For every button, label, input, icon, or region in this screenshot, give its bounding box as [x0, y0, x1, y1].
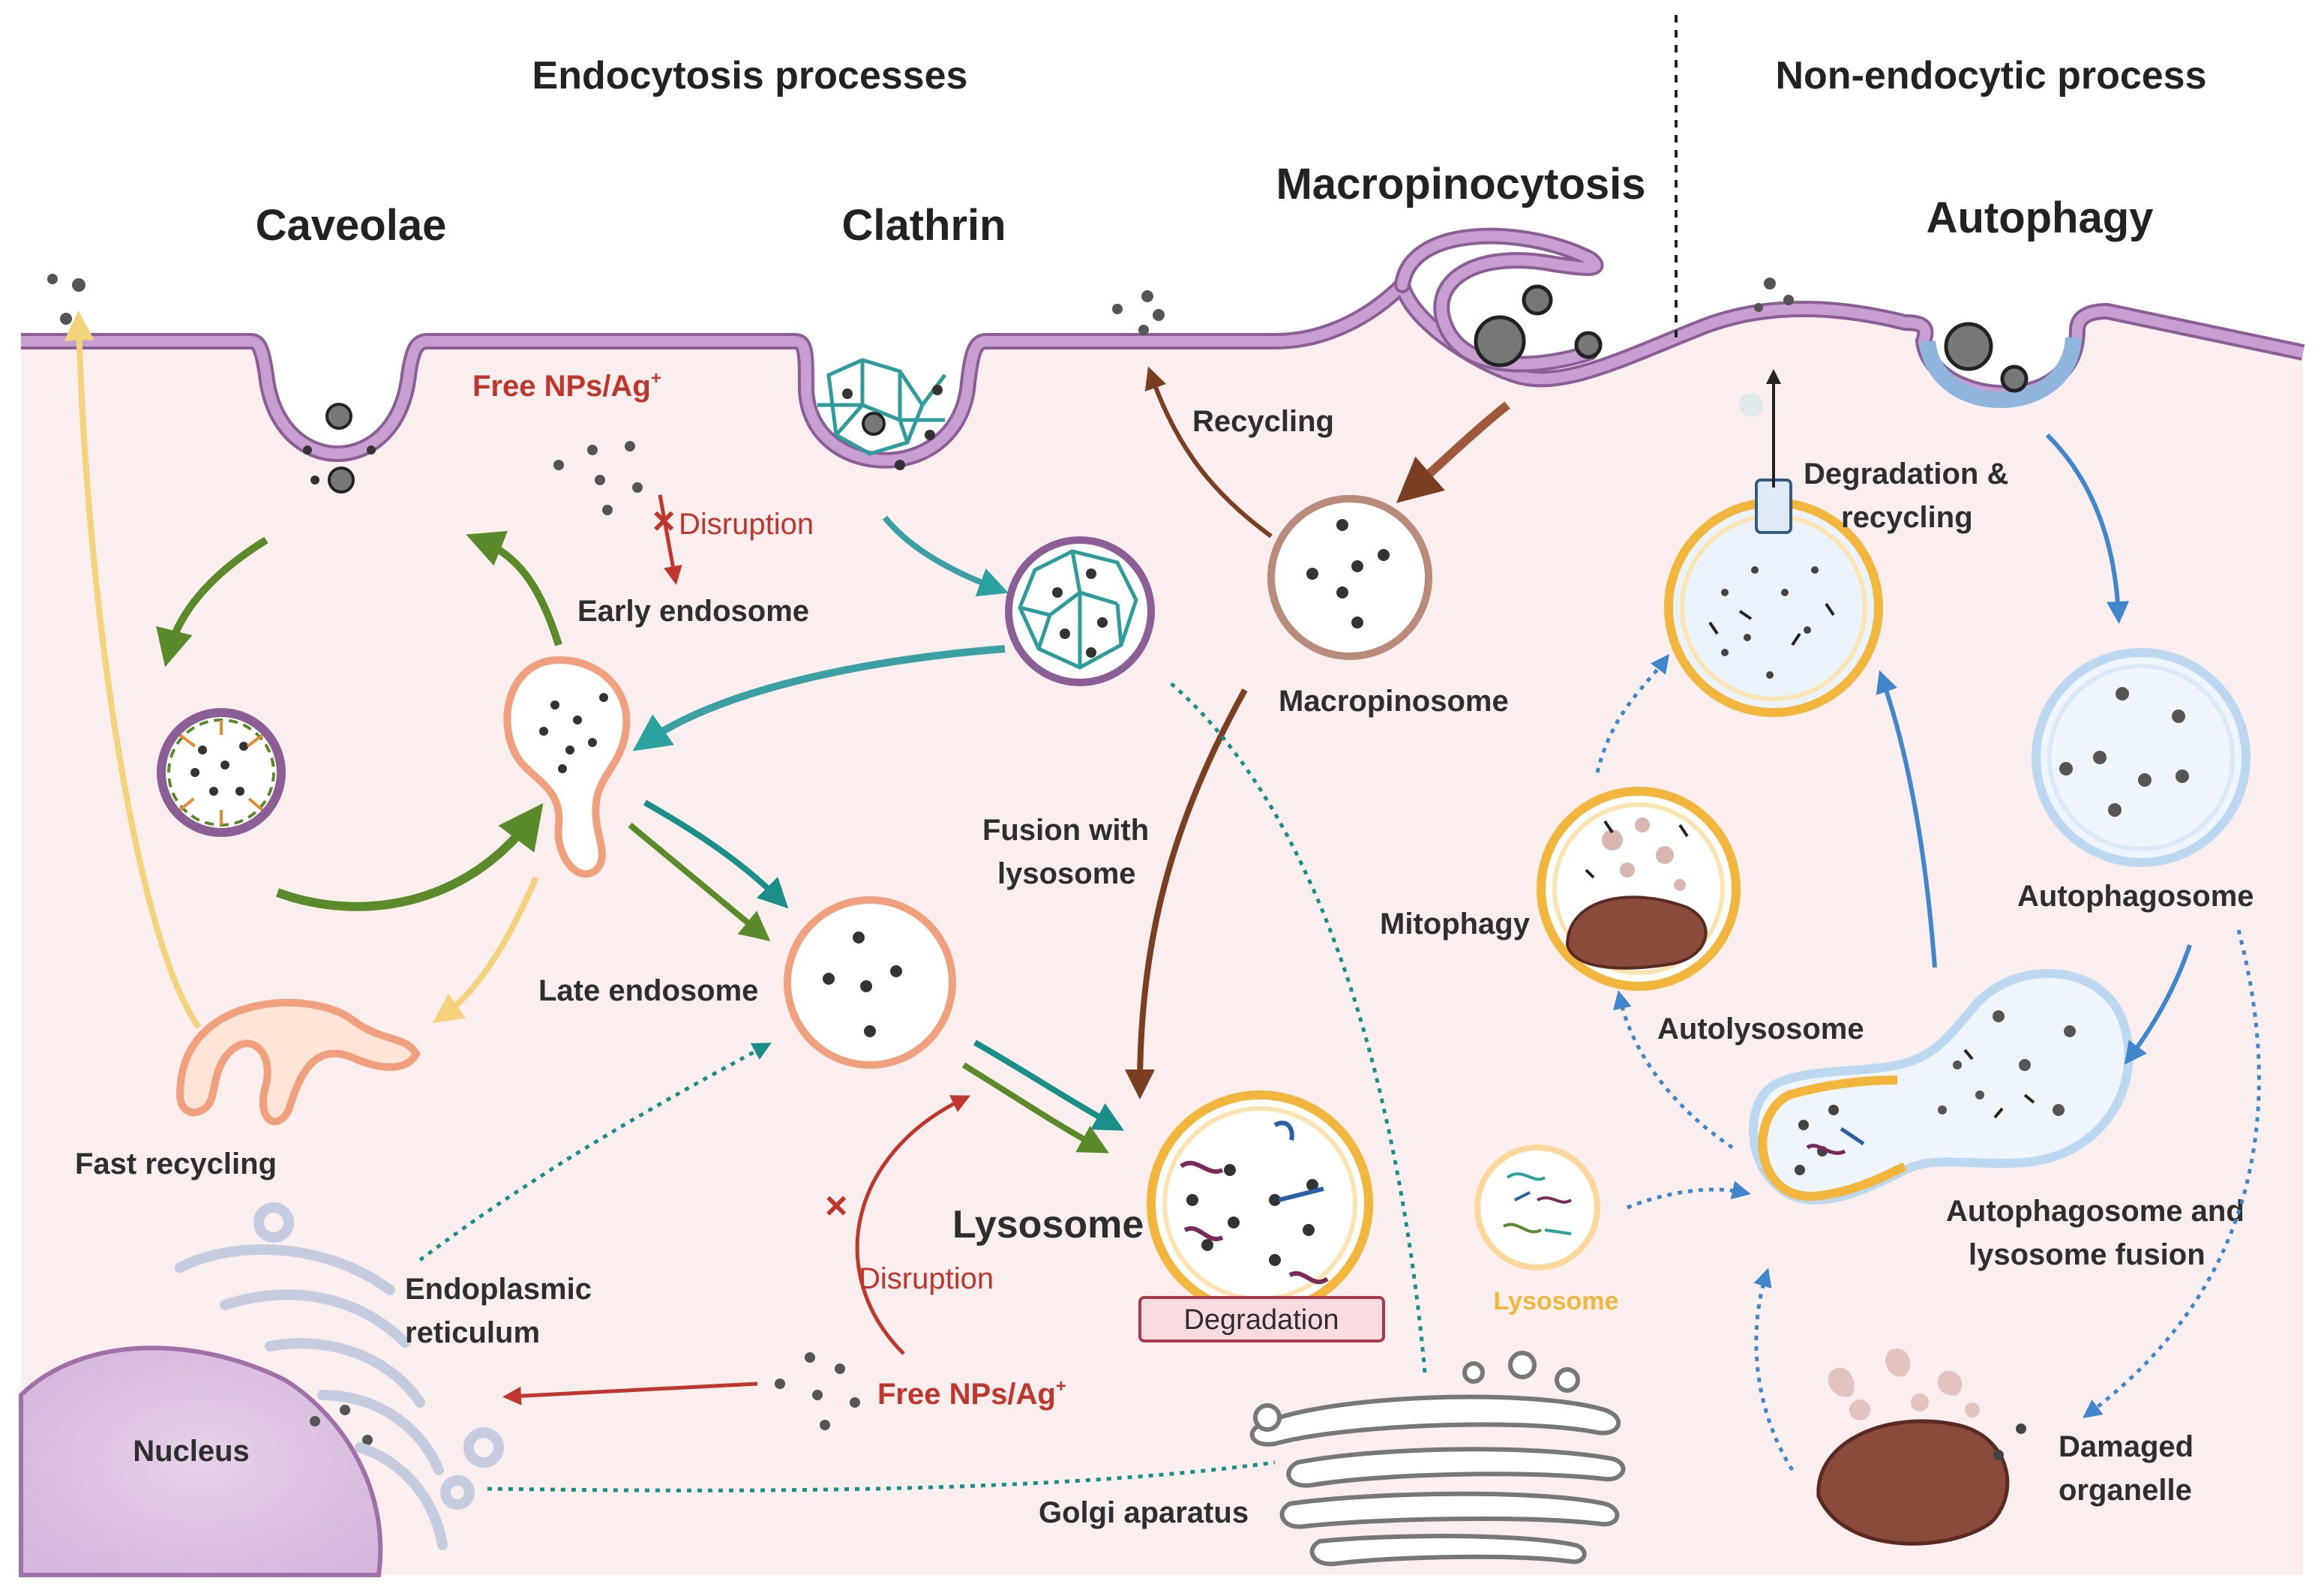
header-endocytosis: Endocytosis processes — [532, 54, 968, 98]
autophagosome-label: Autophagosome — [2017, 880, 2254, 913]
free-nps-label-bottom: Free NPs/Ag+ — [877, 1376, 1066, 1411]
early-endosome-label: Early endosome — [577, 595, 809, 628]
arrow-disruption-bottom — [855, 1095, 970, 1355]
section-clathrin: Clathrin — [841, 201, 1006, 250]
degradation-box — [1138, 1296, 1385, 1342]
section-autophagy: Autophagy — [1927, 194, 2154, 242]
arrow-fusion-to-top — [1876, 670, 1937, 968]
disruption-label-bottom: Disruption — [859, 1262, 994, 1295]
disruption-x-top: × — [652, 500, 675, 543]
arrow-macro-internalize — [1396, 401, 1510, 503]
caveolae-vesicle-surface — [303, 403, 376, 494]
clathrin-coated-vesicle — [1005, 536, 1155, 686]
arrow-macro-to-lysosome — [1125, 688, 1248, 1100]
clathrin-coated-pit — [817, 358, 946, 470]
golgi-to-clathrin-dotted — [1168, 681, 1427, 1373]
exported-particle — [1739, 393, 1763, 417]
damaged-label-line1: Damaged — [2059, 1430, 2194, 1463]
early-endosome-cargo — [539, 693, 608, 773]
fast-recycling-label: Fast recycling — [75, 1148, 277, 1180]
nucleus-label: Nucleus — [133, 1435, 250, 1468]
free-nanoparticles-top — [553, 441, 643, 515]
arrow-fast-recycling — [64, 310, 202, 1030]
arrow-cup-to-autophagosome — [2045, 433, 2130, 624]
arrow-autophagosome-to-fusion — [2124, 944, 2192, 1065]
fusion-auto-label-line2: lysosome fusion — [1969, 1238, 2206, 1271]
macropinosome — [1267, 495, 1432, 660]
mitophagy-autolysosome — [1537, 787, 1741, 991]
macropinocytosis-cargo — [1474, 284, 1603, 368]
arrow-early-to-late-teal — [643, 800, 789, 909]
autophagosome — [2032, 648, 2251, 867]
free-nps-label-top: Free NPs/Ag+ — [472, 368, 661, 403]
lysosome-small-label: Lysosome — [1494, 1287, 1619, 1316]
lysosome-small — [1474, 1144, 1600, 1270]
arrow-early-to-late-green — [628, 822, 771, 942]
damaged-label-line2: organelle — [2059, 1474, 2192, 1507]
nucleus — [19, 1346, 383, 1577]
fusion-auto-label-line1: Autophagosome and — [1946, 1195, 2245, 1228]
mitophagy-label: Mitophagy — [1380, 908, 1531, 940]
endoplasmic-reticulum — [175, 1202, 504, 1550]
arrow-recycling — [1144, 366, 1273, 538]
section-caveolae: Caveolae — [256, 201, 447, 250]
early-endosome — [503, 656, 631, 878]
arrow-nps-to-nucleus — [502, 1382, 758, 1406]
fast-recycling-endosome — [175, 998, 421, 1126]
arrow-caveolae-return — [466, 530, 562, 646]
arrow-caveolae-to-early — [275, 802, 544, 911]
lysosome-main — [1147, 1090, 1373, 1317]
dotted-mitophagy-to-top — [1595, 654, 1670, 773]
nucleus-nanoparticles — [310, 1405, 373, 1445]
arrow-late-to-lysosome-green — [961, 1062, 1110, 1154]
disruption-label-top: Disruption — [679, 508, 814, 541]
recycling-label: Recycling — [1192, 405, 1334, 438]
late-endosome-label: Late endosome — [538, 974, 758, 1007]
phagophore-cup — [1919, 336, 2082, 409]
autolysosome-label: Autolysosome — [1657, 1012, 1864, 1046]
er-label-line2: reticulum — [405, 1316, 540, 1349]
er-label-line1: Endoplasmic — [405, 1273, 592, 1306]
dotted-autolysosome-to-mitophagy — [1613, 990, 1734, 1150]
autophagy-cargo — [1944, 322, 2029, 393]
autophagosome-lysosome-fusion — [1748, 968, 2134, 1205]
arrow-clathrin-to-early — [632, 645, 1006, 752]
arrow-clathrin-internalize — [882, 515, 1009, 597]
degradation-label: Degradation — [1183, 1304, 1339, 1336]
free-nanoparticles-bottom — [775, 1352, 860, 1430]
arrow-disruption-top — [658, 494, 682, 585]
section-macropinocytosis: Macropinocytosis — [1276, 160, 1645, 208]
golgi-label: Golgi aparatus — [1039, 1496, 1249, 1529]
macropinosome-label: Macropinosome — [1279, 685, 1509, 718]
arrow-caveolae-internalize — [156, 536, 268, 668]
caveolar-vesicle — [157, 708, 286, 837]
damaged-organelle — [1816, 1348, 2026, 1546]
late-endosome — [784, 896, 956, 1069]
fusion-label-line2: lysosome — [997, 857, 1136, 890]
degradation-recycling-label-line2: recycling — [1841, 501, 1973, 534]
nucleus-to-golgi-dotted — [487, 1460, 1276, 1492]
arrow-late-to-lysosome-teal — [973, 1040, 1125, 1131]
lysosome-main-label: Lysosome — [952, 1203, 1144, 1246]
fusion-label-line1: Fusion with — [982, 814, 1149, 847]
degradation-recycling-label-line1: Degradation & — [1804, 458, 2008, 490]
golgi-apparatus — [1249, 1351, 1626, 1567]
dotted-lysosome-to-fusion — [1627, 1180, 1751, 1210]
arrow-early-to-fast — [432, 876, 539, 1024]
header-non-endocytic: Non-endocytic process — [1775, 54, 2206, 98]
autolysosome-recycling — [1664, 478, 1883, 717]
disruption-x-bottom: × — [825, 1184, 847, 1228]
